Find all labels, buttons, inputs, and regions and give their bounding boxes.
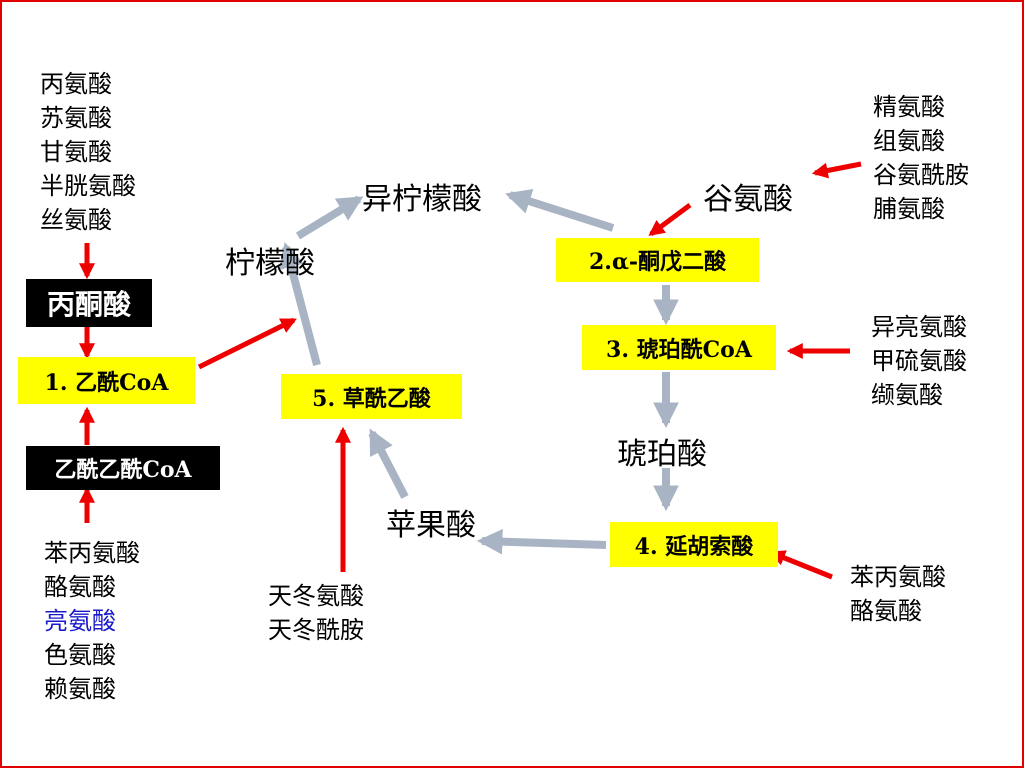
glutamate-label: 谷氨酸	[703, 182, 793, 217]
acetyl-coa-label: 1. 乙酰CoA	[44, 369, 169, 396]
citrate-label: 柠檬酸	[225, 246, 315, 281]
amino-acid-label: 苯丙氨酸	[850, 563, 946, 591]
oxaloacetate-label: 5. 草酰乙酸	[312, 385, 431, 412]
arrow-akg-from-isocitrate	[505, 189, 615, 232]
succinyl-coa-label: 3. 琥珀酰CoA	[606, 336, 752, 363]
arrow-glutamate-to-akg	[648, 202, 692, 237]
amino-acid-label: 组氨酸	[873, 127, 945, 155]
amino-acid-label: 缬氨酸	[871, 381, 943, 409]
arrow-right-top-aa-to-glutamate	[811, 161, 862, 179]
amino-acid-label: 赖氨酸	[44, 675, 116, 703]
amino-acid-label-leucine: 亮氨酸	[44, 607, 116, 635]
amino-acid-label: 苏氨酸	[40, 104, 112, 132]
isocitrate-label: 异柠檬酸	[362, 182, 482, 217]
right-top-amino-acid-list: 精氨酸 组氨酸 谷氨酰胺 脯氨酸	[873, 90, 969, 226]
acetoacetyl-coa-box: 乙酰乙酰CoA	[26, 446, 220, 490]
succinyl-coa-box: 3. 琥珀酰CoA	[582, 325, 776, 370]
oxaloacetate-box: 5. 草酰乙酸	[281, 374, 462, 419]
fumarate-box: 4. 延胡索酸	[610, 522, 778, 567]
pyruvate-label: 丙酮酸	[46, 288, 131, 321]
amino-acid-label: 色氨酸	[44, 641, 116, 669]
acetoacetyl-coa-label: 乙酰乙酰CoA	[54, 457, 192, 483]
arrow-oxaloacetate-to-citrate	[278, 242, 321, 367]
amino-acid-label: 精氨酸	[873, 93, 945, 121]
alpha-ketoglutarate-box: 2.α-酮戊二酸	[556, 238, 759, 282]
amino-acid-label: 甘氨酸	[40, 138, 112, 166]
alpha-ketoglutarate-label: 2.α-酮戊二酸	[588, 249, 727, 275]
amino-acid-label: 半胱氨酸	[40, 172, 136, 200]
bottom-mid-amino-acid-list: 天冬氨酸 天冬酰胺	[268, 579, 364, 647]
amino-acid-label: 丝氨酸	[40, 206, 112, 234]
amino-acid-label: 酪氨酸	[44, 573, 116, 601]
right-mid-amino-acid-list: 异亮氨酸 甲硫氨酸 缬氨酸	[871, 310, 967, 412]
amino-acid-label: 酪氨酸	[850, 597, 922, 625]
arrow-right-bottom-aa-to-fumarate	[769, 550, 833, 580]
right-bottom-amino-acid-list: 苯丙氨酸 酪氨酸	[850, 560, 946, 628]
amino-acid-label: 天冬氨酸	[268, 582, 364, 610]
acetyl-coa-box: 1. 乙酰CoA	[18, 357, 195, 404]
left-top-amino-acid-list: 丙氨酸 苏氨酸 甘氨酸 半胱氨酸 丝氨酸	[40, 67, 136, 237]
succinate-label: 琥珀酸	[617, 437, 707, 472]
amino-acid-label: 天冬酰胺	[268, 616, 364, 644]
amino-acid-label: 丙氨酸	[40, 70, 112, 98]
pyruvate-box: 丙酮酸	[26, 279, 152, 327]
left-bottom-amino-acid-list: 苯丙氨酸 酪氨酸 亮氨酸 色氨酸 赖氨酸	[44, 536, 140, 706]
fumarate-label: 4. 延胡索酸	[634, 533, 754, 560]
malate-label: 苹果酸	[386, 508, 476, 543]
amino-acid-label: 谷氨酰胺	[873, 161, 969, 189]
amino-acid-label: 异亮氨酸	[871, 313, 967, 341]
amino-acid-label: 苯丙氨酸	[44, 539, 140, 567]
arrow-malate-to-oxaloacetate	[368, 428, 409, 499]
amino-acid-label: 脯氨酸	[873, 195, 945, 223]
arrow-citrate-to-isocitrate	[295, 195, 364, 240]
arrow-acetylcoa-to-citrate	[197, 317, 297, 370]
amino-acid-label: 甲硫氨酸	[871, 347, 967, 375]
arrow-fumarate-to-malate	[476, 528, 607, 555]
